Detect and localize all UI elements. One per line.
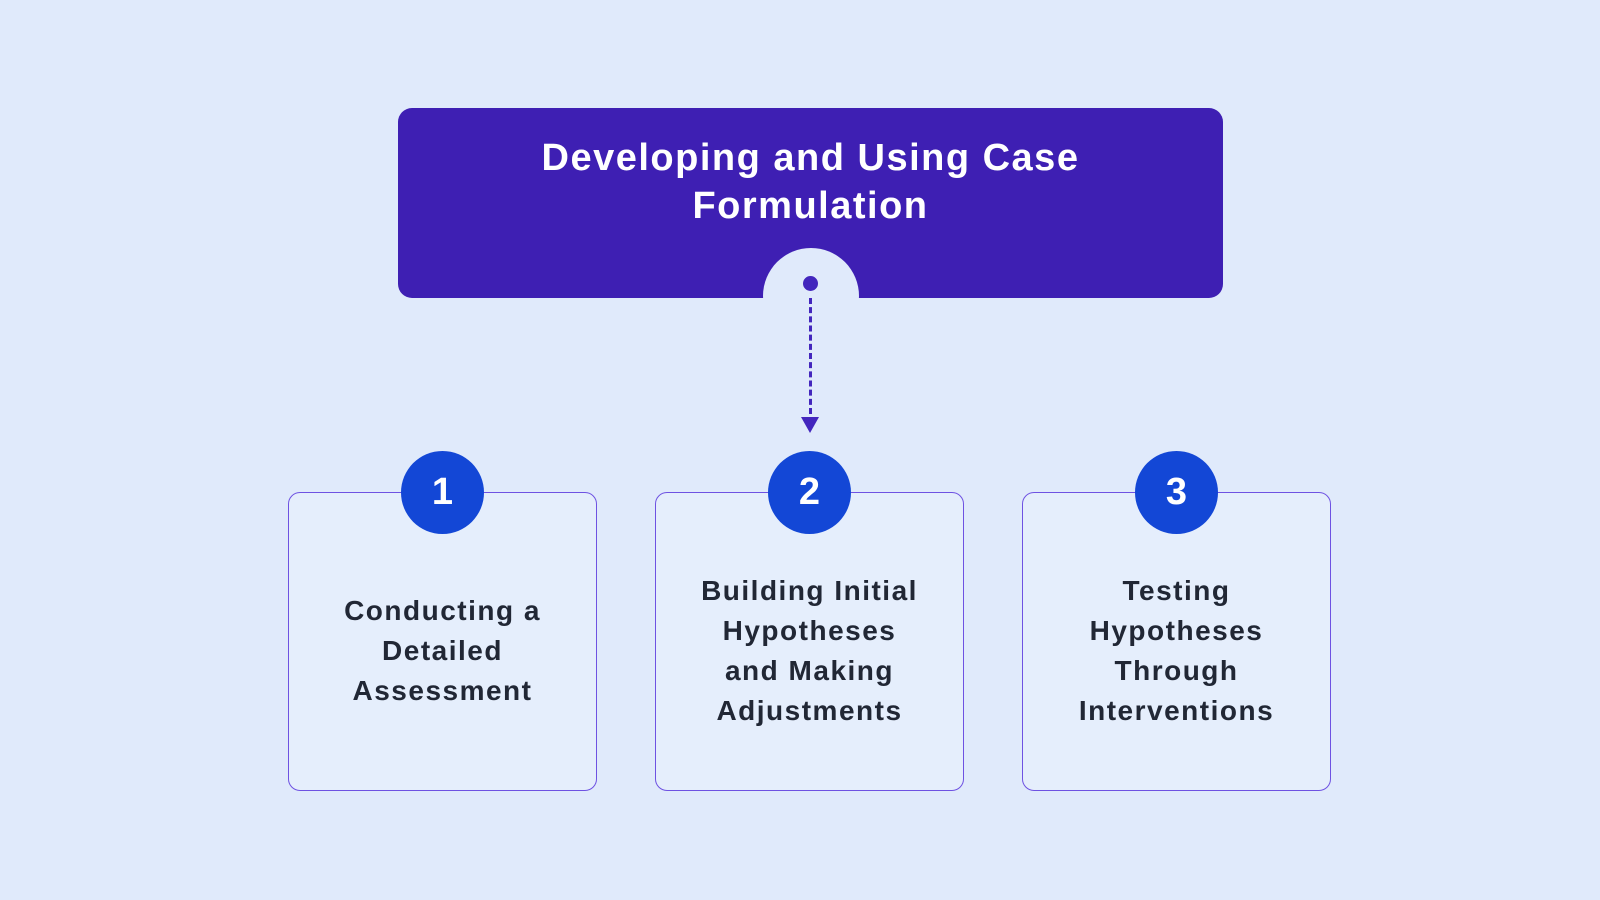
step-number-badge-2: 2 [768,451,851,534]
step-number-1: 1 [431,471,454,513]
step-title-2: Building Initial Hypotheses and Making A… [701,574,918,726]
step-card-1: 1 Conducting a Detailed Assessment [288,451,597,791]
step-number-badge-1: 1 [401,451,484,534]
step-title-1: Conducting a Detailed Assessment [344,594,541,706]
step-card-3: 3 Testing Hypotheses Through Interventio… [1022,451,1331,791]
page-title: Developing and Using Case Formulation [541,137,1080,227]
step-number-badge-3: 3 [1135,451,1218,534]
header-banner: Developing and Using Case Formulation [398,108,1223,344]
step-card-2: 2 Building Initial Hypotheses and Making… [655,451,964,791]
connector-dot-icon [803,276,818,291]
arrow-down-icon [801,417,819,433]
step-number-3: 3 [1165,471,1188,513]
step-number-2: 2 [798,471,821,513]
step-title-3: Testing Hypotheses Through Interventions [1078,574,1275,726]
connector-dashed-line [809,298,812,414]
